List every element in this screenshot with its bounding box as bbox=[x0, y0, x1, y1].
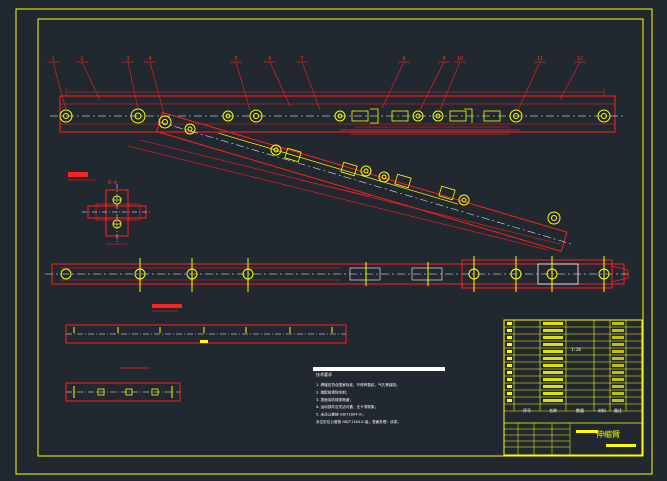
upper-beam-holes bbox=[59, 108, 611, 124]
title-block-part-name: 伸缩臂 bbox=[596, 429, 620, 439]
title-block bbox=[503, 319, 643, 456]
strip-detail-2 bbox=[65, 367, 181, 402]
part-number-label: 4 bbox=[148, 56, 151, 62]
notes-title-bar bbox=[313, 367, 445, 371]
inclined-beam-slots bbox=[284, 147, 456, 201]
part-number-label: 6 bbox=[268, 56, 271, 62]
section-mark: A—A bbox=[108, 180, 117, 186]
part-number-label: 11 bbox=[537, 56, 543, 62]
part-number-label: 12 bbox=[577, 56, 583, 62]
note-line: 1. 焊缝应符合国家标准，不得有裂纹、气孔等缺陷； bbox=[316, 382, 400, 387]
part-leaders bbox=[52, 61, 581, 119]
note-line: 2. 装配前清除毛刺； bbox=[316, 389, 349, 394]
side-elevation bbox=[45, 259, 632, 289]
side-elevation-pins bbox=[60, 256, 610, 292]
top-dimensions bbox=[65, 88, 605, 135]
title-block-header-label: 材料 bbox=[598, 407, 606, 413]
upper-beam-slots bbox=[351, 110, 501, 122]
part-number-label: 3 bbox=[126, 56, 129, 62]
title-block-header-label: 名称 bbox=[549, 407, 557, 413]
title-block-header-label: 数量 bbox=[576, 407, 584, 413]
title-block-header-label: 备注 bbox=[614, 407, 622, 413]
part-number-label: 2 bbox=[80, 56, 83, 62]
outer-frame bbox=[15, 8, 653, 475]
part-number-label: 9 bbox=[442, 56, 445, 62]
strip-detail-1 bbox=[65, 304, 347, 344]
section-detail bbox=[68, 172, 152, 245]
title-block-scale: 1:20 bbox=[571, 347, 581, 352]
technical-notes: 技术要求 1. 焊缝应符合国家标准，不得有裂纹、气孔等缺陷； 2. 装配前清除毛刺；… bbox=[316, 371, 401, 424]
notes-title: 技术要求 bbox=[316, 371, 332, 377]
inclined-beam-holes bbox=[158, 115, 561, 225]
note-line: 3. 表面涂防锈漆两道； bbox=[316, 397, 353, 402]
part-number-label: 7 bbox=[300, 56, 303, 62]
part-number-label: 5 bbox=[234, 56, 237, 62]
inclined-dimensions bbox=[127, 139, 561, 251]
inner-frame bbox=[37, 18, 644, 457]
part-number-label: 8 bbox=[402, 56, 405, 62]
note-line: 未注形位公差按 GB/T1184-K 级；表面处理：涂漆。 bbox=[316, 419, 401, 424]
note-line: 4. 运动部件应灵活可靠，无卡滞现象； bbox=[316, 404, 378, 409]
note-line: 5. 未注公差按 GB/T1804-m； bbox=[316, 412, 366, 417]
part-number-label: 1 bbox=[51, 56, 54, 62]
strip-detail-1-holes bbox=[73, 327, 333, 333]
part-number-label: 10 bbox=[457, 56, 463, 62]
title-block-header-labels: 序号 名称 数量 材料 备注 bbox=[523, 407, 622, 413]
title-block-header-label: 序号 bbox=[523, 407, 531, 413]
title-block-grid bbox=[504, 320, 642, 455]
